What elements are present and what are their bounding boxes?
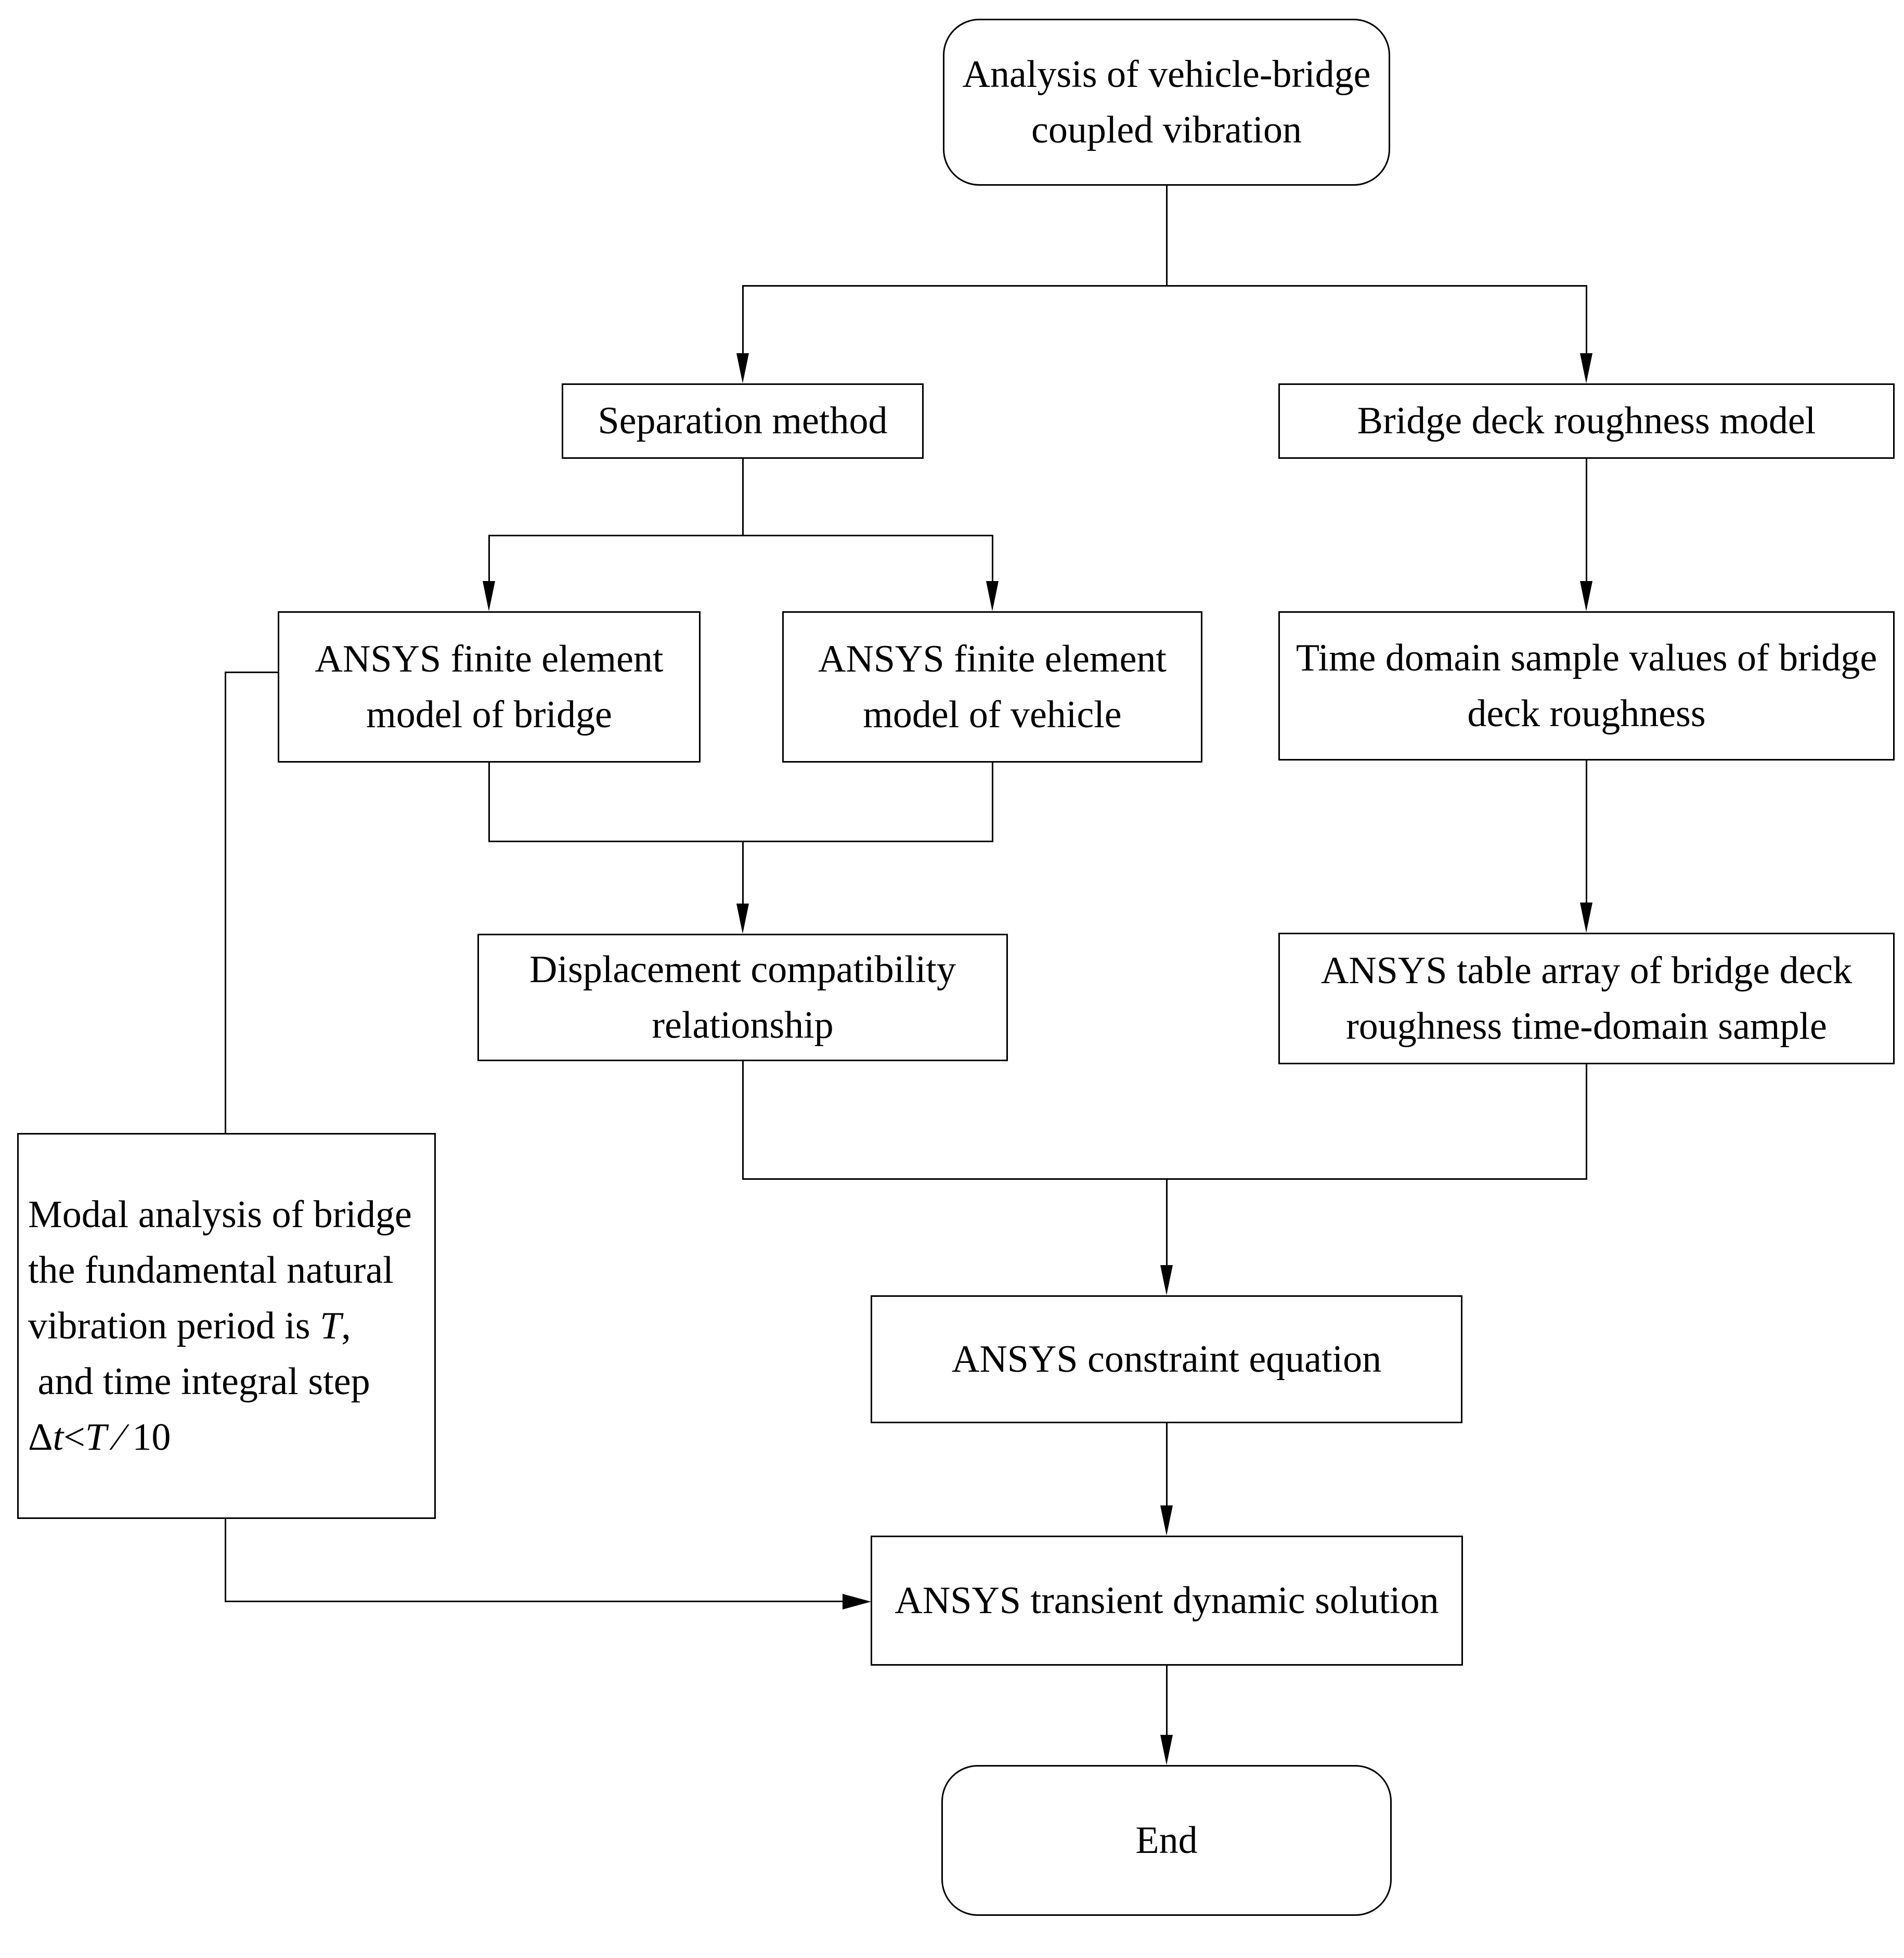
edge-to-separation-line xyxy=(742,285,744,356)
arrowhead-to-table-array xyxy=(1580,903,1592,933)
edge-tablearray-merge-line xyxy=(1586,1064,1587,1180)
separation-method-node: Separation method xyxy=(562,383,924,459)
constraint-equation-label: ANSYS constraint equation xyxy=(951,1337,1382,1381)
start-node-label: Analysis of vehicle-bridge coupled vibra… xyxy=(962,53,1371,151)
arrowhead-to-time-domain xyxy=(1580,581,1592,611)
bridge-deck-roughness-model-label: Bridge deck roughness model xyxy=(1357,400,1816,442)
edge-transient-end-line xyxy=(1166,1666,1168,1736)
edge-left-route-upper-line xyxy=(225,672,226,1133)
edge-to-roughness-line xyxy=(1586,285,1587,356)
fe-model-bridge-node: ANSYS finite element model of bridge xyxy=(278,611,701,763)
edge-start-stem-line xyxy=(1166,186,1168,287)
arrowhead-to-separation xyxy=(736,353,749,383)
table-array-label: ANSYS table array of bridge deck roughne… xyxy=(1320,949,1853,1048)
fe-model-vehicle-node: ANSYS finite element model of vehicle xyxy=(782,611,1202,763)
edge-start-split-bar xyxy=(743,285,1587,287)
bridge-deck-roughness-model-node: Bridge deck roughness model xyxy=(1278,383,1895,459)
arrowhead-to-fe-vehicle xyxy=(986,581,999,611)
edge-timedomain-tablearray-line xyxy=(1586,761,1587,904)
edge-fe-vehicle-merge-line xyxy=(992,763,993,842)
edge-lower-merge-bar xyxy=(742,1178,1587,1180)
arrowhead-to-end xyxy=(1160,1735,1173,1765)
start-node: Analysis of vehicle-bridge coupled vibra… xyxy=(943,19,1390,186)
fe-model-vehicle-label: ANSYS finite element model of vehicle xyxy=(818,637,1167,736)
end-node: End xyxy=(941,1765,1392,1916)
separation-method-label: Separation method xyxy=(598,400,888,442)
arrowhead-to-transient-left xyxy=(843,1594,871,1609)
constraint-equation-node: ANSYS constraint equation xyxy=(871,1295,1462,1423)
table-array-node: ANSYS table array of bridge deck roughne… xyxy=(1278,933,1895,1064)
edge-to-fe-bridge-line xyxy=(488,535,490,583)
transient-solution-label: ANSYS transient dynamic solution xyxy=(895,1579,1439,1622)
edge-displacement-merge-line xyxy=(742,1061,744,1180)
edge-merge-constraint-line xyxy=(1166,1178,1168,1267)
displacement-compatibility-node: Displacement compatibility relationship xyxy=(477,934,1008,1061)
arrowhead-to-roughness xyxy=(1580,353,1592,383)
time-domain-sample-label: Time domain sample values of bridge deck… xyxy=(1296,636,1877,735)
edge-fe-bridge-merge-line xyxy=(488,763,490,842)
fe-model-bridge-label: ANSYS finite element model of bridge xyxy=(315,637,664,736)
arrowhead-to-transient xyxy=(1160,1505,1173,1536)
arrowhead-to-fe-bridge xyxy=(483,581,495,611)
arrowhead-to-displacement xyxy=(736,904,749,934)
edge-constraint-transient-line xyxy=(1166,1423,1168,1507)
edge-separation-stem-line xyxy=(742,459,744,536)
edge-modal-transient-line xyxy=(225,1601,844,1602)
arrowhead-to-constraint xyxy=(1160,1265,1173,1295)
edge-fe-merge-bar xyxy=(488,841,993,842)
displacement-compatibility-label: Displacement compatibility relationship xyxy=(529,948,956,1047)
edge-merge-displacement-line xyxy=(742,841,744,905)
transient-solution-node: ANSYS transient dynamic solution xyxy=(871,1536,1463,1666)
edge-roughness-timedomain-line xyxy=(1586,459,1587,583)
end-node-label: End xyxy=(1135,1819,1198,1862)
time-domain-sample-node: Time domain sample values of bridge deck… xyxy=(1278,611,1895,761)
edge-fe-bridge-left-stub xyxy=(225,672,278,673)
edge-left-route-lower-line xyxy=(225,1519,226,1602)
edge-to-fe-vehicle-line xyxy=(992,535,993,583)
edge-separation-split-bar xyxy=(488,535,993,536)
